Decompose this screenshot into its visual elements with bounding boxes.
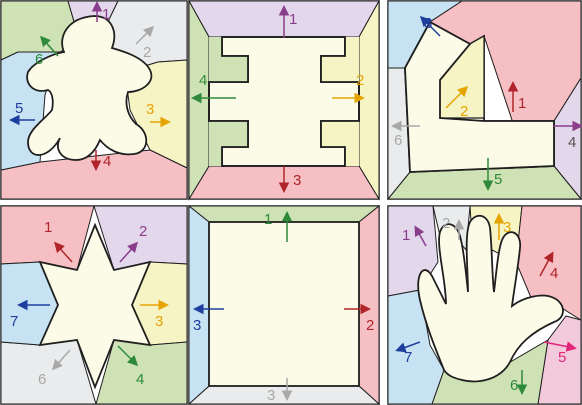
label-1: 1 — [289, 11, 297, 28]
label-3: 3 — [293, 172, 301, 189]
label-4: 4 — [550, 265, 558, 282]
panel-hand: 1 2 3 4 5 6 7 — [388, 206, 581, 404]
label-4: 4 — [199, 72, 207, 89]
label-3: 3 — [146, 101, 154, 118]
label-6: 6 — [394, 132, 402, 149]
label-2: 2 — [356, 72, 364, 89]
label-1: 1 — [102, 6, 110, 23]
label-5: 5 — [494, 171, 502, 188]
panel-gingerbread: 1 2 3 4 5 6 — [1, 1, 187, 199]
label-1: 1 — [518, 95, 526, 112]
label-2: 2 — [460, 103, 468, 120]
label-2: 2 — [442, 215, 450, 232]
label-4: 4 — [136, 371, 144, 388]
label-3: 3 — [424, 15, 432, 32]
label-1: 1 — [44, 219, 52, 236]
label-2: 2 — [143, 44, 151, 61]
label-4: 4 — [568, 134, 576, 151]
panel-square: 1 2 3 3 — [189, 206, 379, 404]
label-3: 3 — [503, 219, 511, 236]
label-5: 5 — [15, 100, 23, 117]
square-shape — [209, 222, 359, 386]
label-1: 1 — [264, 211, 272, 228]
panel-star: 1 2 3 4 6 7 — [1, 206, 187, 404]
label-1: 1 — [402, 227, 410, 244]
label-2: 2 — [366, 317, 374, 334]
label-7: 7 — [404, 349, 412, 366]
label-6: 6 — [38, 371, 46, 388]
label-2: 2 — [139, 223, 147, 240]
label-4: 4 — [103, 153, 111, 170]
panel-cross: 1 2 3 4 — [189, 1, 379, 199]
label-3b: 3 — [267, 387, 275, 404]
label-3: 3 — [193, 317, 201, 334]
label-5: 5 — [558, 349, 566, 366]
label-6: 6 — [510, 377, 518, 394]
label-3: 3 — [155, 313, 163, 330]
label-6: 6 — [35, 51, 43, 68]
label-7: 7 — [10, 313, 18, 330]
panel-l-shape: 3 1 2 4 5 6 — [388, 1, 581, 199]
